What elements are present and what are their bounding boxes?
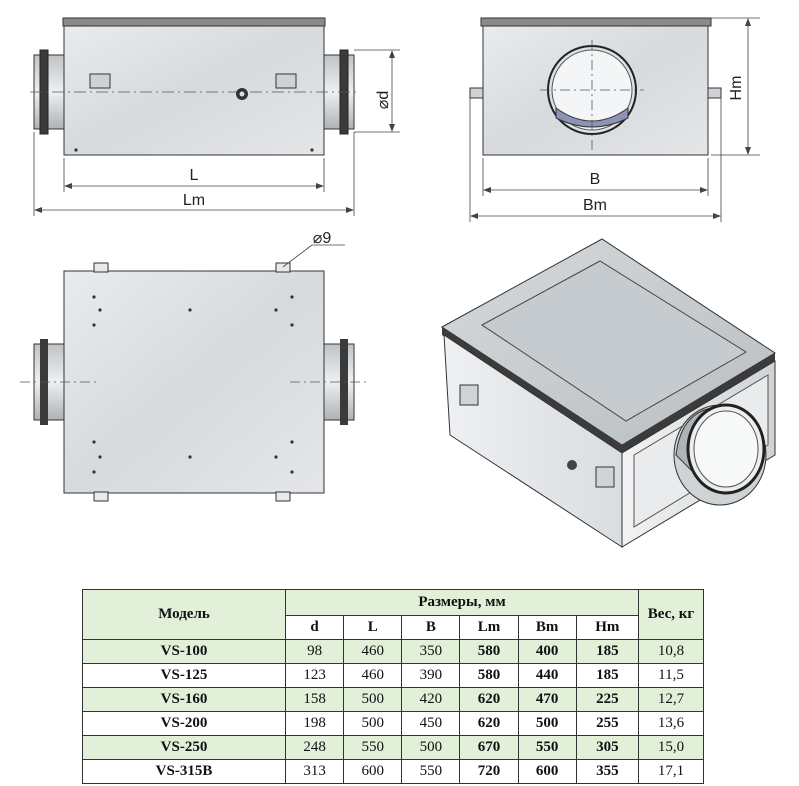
dim-label-B: B bbox=[590, 171, 601, 188]
dim-label-hole: ⌀9 bbox=[313, 230, 332, 247]
dim-label-L: L bbox=[190, 167, 199, 184]
front-view-drawing: ⌀d L Lm bbox=[30, 17, 400, 216]
table-row: VS-200 198 500 450 620 500 255 13,6 bbox=[82, 711, 704, 736]
table-subheader-row: d L B Lm Bm Hm bbox=[83, 615, 704, 640]
dim-label-Lm: Lm bbox=[183, 192, 205, 209]
table-row: VS-125 123 460 390 580 440 185 11,5 bbox=[82, 663, 704, 688]
table-row: VS-250 248 550 500 670 550 305 15,0 bbox=[82, 735, 704, 760]
col-L: L bbox=[343, 615, 403, 640]
header-model: Модель bbox=[82, 589, 286, 640]
table-row: VS-315B 313 600 550 720 600 355 17,1 bbox=[82, 759, 704, 784]
col-Bm: Bm bbox=[517, 615, 577, 640]
spec-table: Модель Размеры, мм Вес, кг d L B Lm Bm H… bbox=[82, 589, 704, 784]
col-d: d bbox=[284, 615, 345, 640]
col-Lm: Lm bbox=[459, 615, 519, 640]
top-view-drawing: ⌀9 bbox=[20, 230, 370, 502]
side-view-drawing: Hm B Bm bbox=[469, 17, 760, 222]
col-B: B bbox=[401, 615, 461, 640]
header-dimensions: Размеры, мм bbox=[285, 589, 639, 616]
dim-label-d: ⌀d bbox=[375, 91, 392, 110]
dim-label-Hm: Hm bbox=[728, 76, 745, 101]
header-weight: Вес, кг bbox=[638, 589, 704, 640]
dim-label-Bm: Bm bbox=[583, 197, 607, 214]
isometric-view-drawing bbox=[441, 238, 776, 548]
col-Hm: Hm bbox=[575, 615, 640, 640]
table-row: VS-160 158 500 420 620 470 225 12,7 bbox=[82, 687, 704, 712]
table-row: VS-100 98 460 350 580 400 185 10,8 bbox=[82, 639, 704, 664]
table-header-row: Модель Размеры, мм Вес, кг bbox=[82, 589, 704, 640]
